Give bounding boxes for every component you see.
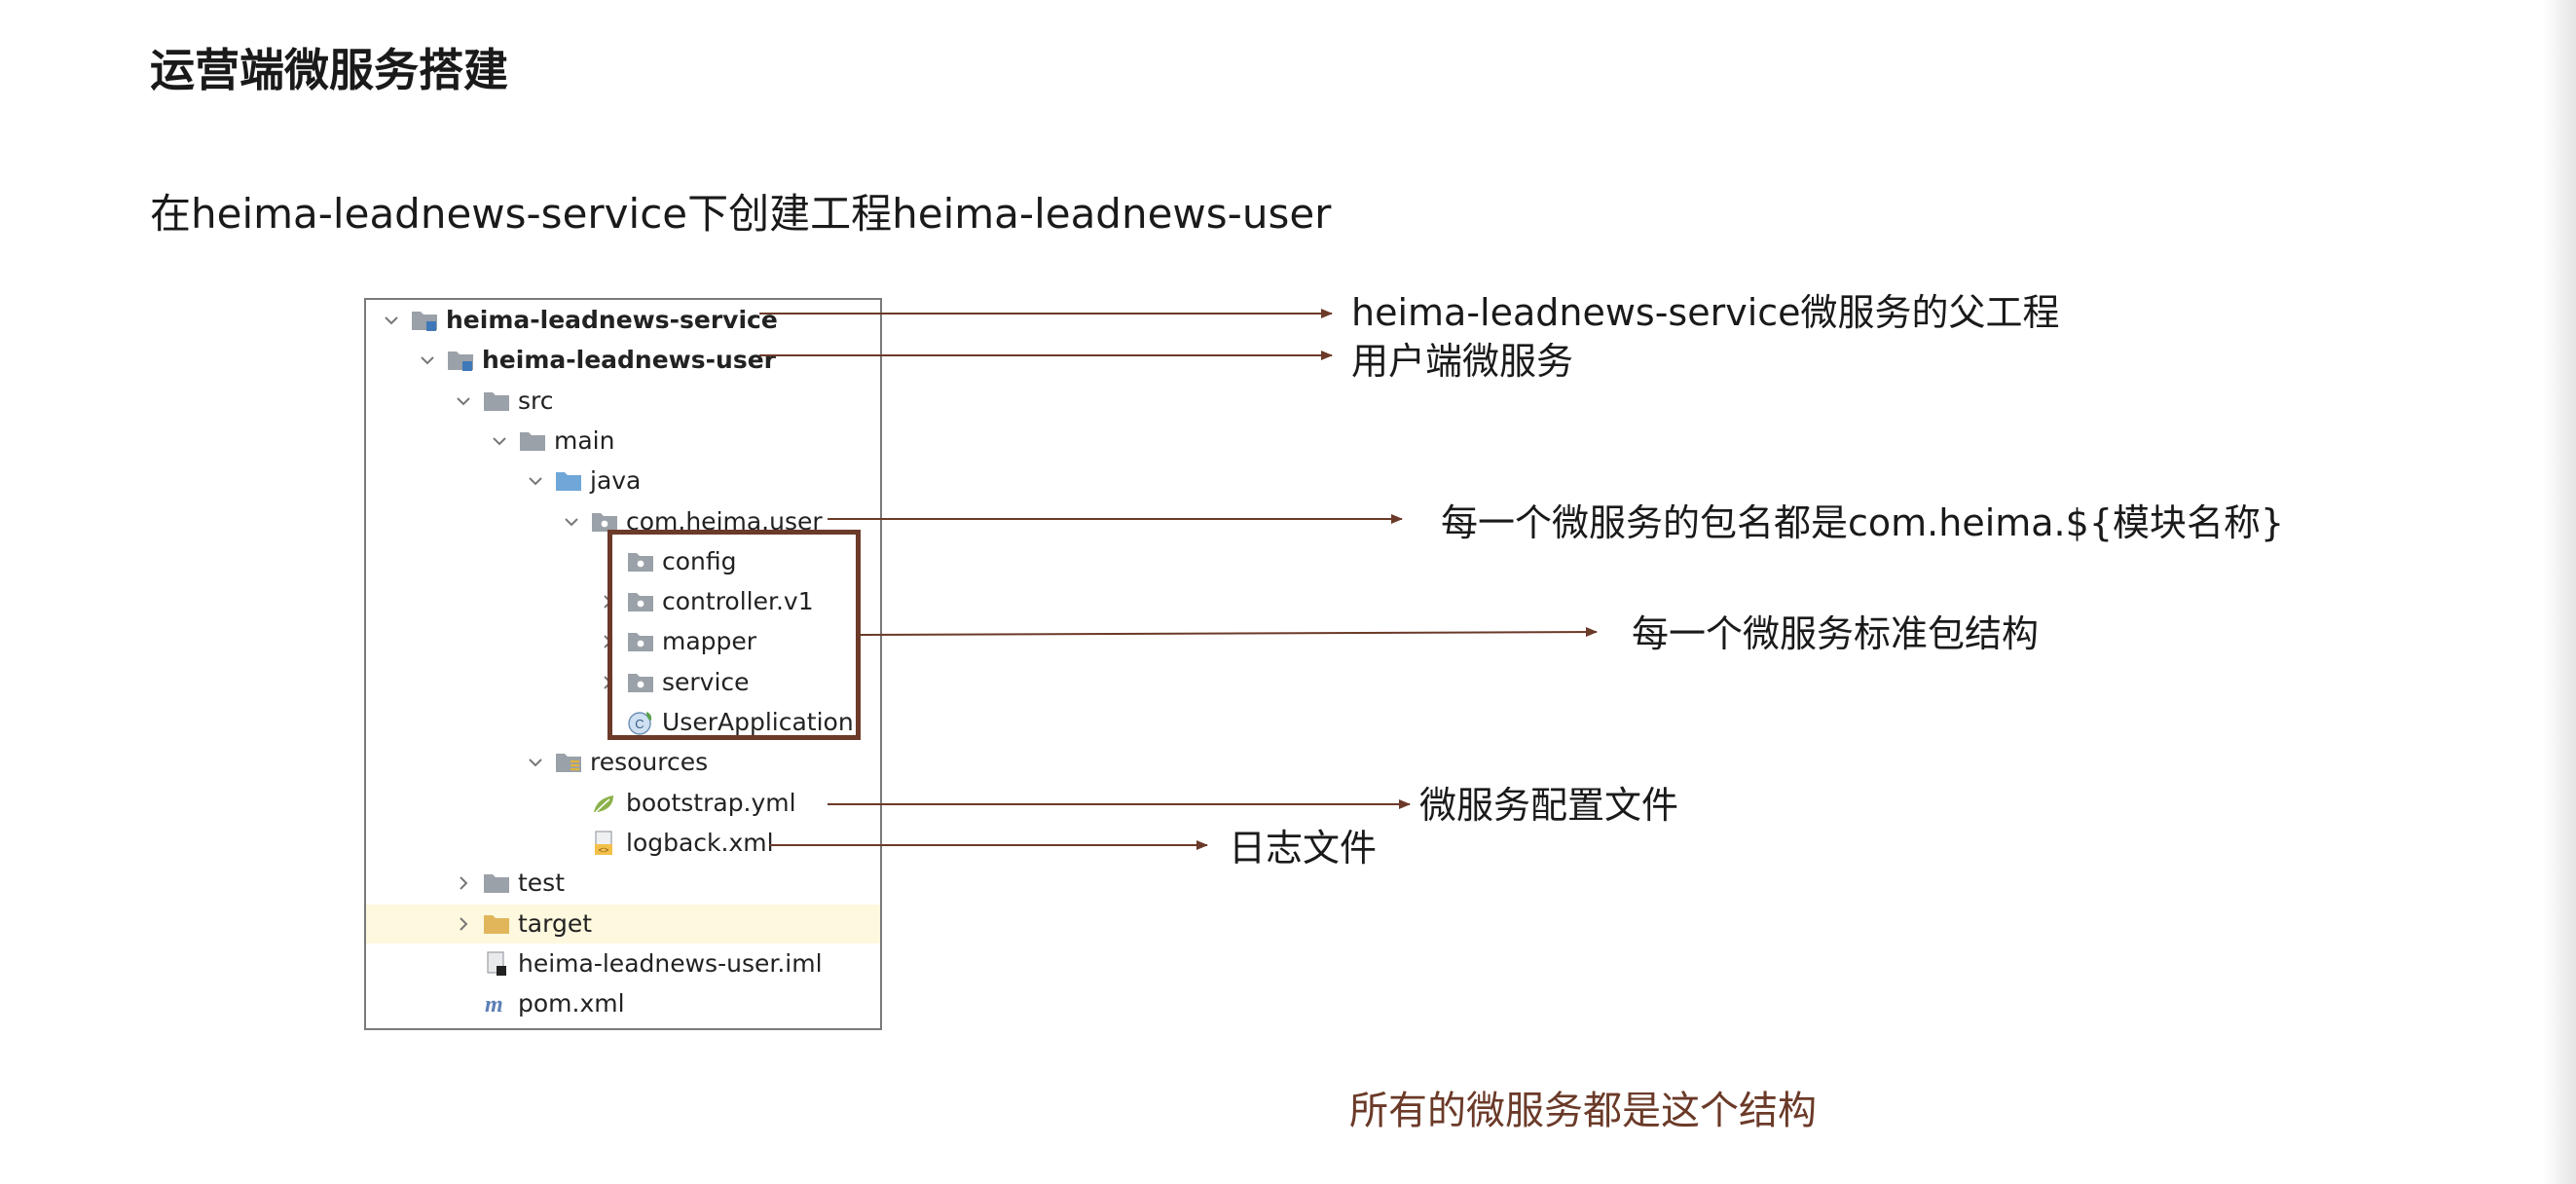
tree-item[interactable]: service: [366, 663, 880, 702]
slide-title: 运营端微服务搭建: [150, 44, 508, 96]
tree-item-label: heima-leadnews-service: [446, 306, 778, 334]
tree-item-label: bootstrap.yml: [626, 788, 796, 817]
folder-icon: [519, 428, 546, 454]
tree-item[interactable]: main: [366, 422, 880, 461]
svg-text:<>: <>: [599, 846, 609, 856]
tree-item[interactable]: controller.v1: [366, 582, 880, 621]
tree-item-label: controller.v1: [662, 587, 814, 616]
page-edge-shadow: [2543, 0, 2576, 1184]
resources-folder-icon: [555, 750, 582, 775]
package-icon: [627, 629, 654, 654]
folder-icon: [483, 388, 510, 414]
tree-item[interactable]: mapper: [366, 622, 880, 661]
svg-text:C: C: [635, 717, 644, 731]
slide-subtitle: 在heima-leadnews-service下创建工程heima-leadne…: [150, 190, 1332, 238]
package-icon: [627, 549, 654, 574]
svg-text:m: m: [485, 992, 503, 1017]
tree-item[interactable]: m pom.xml: [366, 984, 880, 1023]
note-package-name: 每一个微服务的包名都是com.heima.${模块名称}: [1441, 501, 2285, 544]
chevron-right-icon[interactable]: [456, 875, 471, 891]
tree-item[interactable]: heima-leadnews-service: [366, 301, 880, 340]
tree-item-label: pom.xml: [518, 989, 625, 1018]
tree-item-label: logback.xml: [626, 828, 774, 857]
chevron-down-icon[interactable]: [528, 755, 543, 770]
note-package-structure: 每一个微服务标准包结构: [1632, 612, 2040, 655]
iml-file-icon: [483, 951, 510, 977]
tree-item-label: java: [590, 466, 642, 496]
maven-icon: m: [483, 991, 510, 1017]
tree-item[interactable]: config: [366, 542, 880, 581]
tree-item-label: config: [662, 546, 737, 575]
xml-file-icon: <>: [591, 831, 618, 856]
chevron-down-icon[interactable]: [420, 352, 435, 368]
folder-icon: [483, 870, 510, 896]
arrow-package-structure: [860, 627, 1598, 638]
excluded-folder-icon: [483, 911, 510, 937]
tree-item[interactable]: test: [366, 864, 880, 903]
tree-item-label: UserApplication: [662, 708, 854, 736]
chevron-down-icon[interactable]: [528, 473, 543, 489]
tree-item-label: resources: [590, 748, 709, 777]
tree-item[interactable]: target: [366, 904, 880, 944]
chevron-right-icon[interactable]: [456, 916, 471, 932]
source-folder-icon: [555, 468, 582, 494]
package-icon: [591, 509, 618, 535]
note-config-file: 微服务配置文件: [1419, 784, 1679, 827]
project-tree-panel: heima-leadnews-service heima-leadnews-use…: [364, 298, 882, 1030]
module-folder-icon: [447, 348, 474, 373]
tree-item[interactable]: heima-leadnews-user: [366, 341, 880, 380]
spring-class-icon: C: [627, 710, 654, 735]
package-icon: [627, 589, 654, 614]
tree-item[interactable]: <> logback.xml: [366, 824, 880, 863]
tree-item[interactable]: java: [366, 462, 880, 500]
package-icon: [627, 670, 654, 695]
note-user-service: 用户端微服务: [1351, 340, 1574, 383]
chevron-down-icon[interactable]: [384, 313, 399, 328]
note-parent-project: heima-leadnews-service微服务的父工程: [1351, 291, 2060, 334]
chevron-down-icon[interactable]: [492, 433, 507, 449]
tree-item-label: heima-leadnews-user: [482, 346, 776, 375]
tree-item-label: target: [518, 908, 593, 938]
package-structure-box: [607, 530, 861, 740]
tree-item-label: main: [554, 426, 615, 455]
tree-item-label: heima-leadnews-user.iml: [518, 948, 823, 978]
tree-item-label: test: [518, 869, 566, 898]
yaml-file-icon: [591, 791, 618, 816]
tree-item[interactable]: resources: [366, 743, 880, 782]
chevron-down-icon[interactable]: [456, 393, 471, 409]
tree-item[interactable]: C UserApplication: [366, 703, 880, 742]
tree-item[interactable]: bootstrap.yml: [366, 784, 880, 823]
tree-item-label: mapper: [662, 627, 757, 656]
note-log-file: 日志文件: [1229, 827, 1378, 870]
tree-item-label: service: [662, 667, 750, 696]
module-folder-icon: [411, 308, 438, 333]
tree-item[interactable]: heima-leadnews-user.iml: [366, 944, 880, 983]
chevron-down-icon[interactable]: [564, 514, 579, 530]
tree-item[interactable]: src: [366, 382, 880, 421]
tree-item-label: src: [518, 386, 554, 415]
footer-note: 所有的微服务都是这个结构: [1349, 1089, 1817, 1133]
